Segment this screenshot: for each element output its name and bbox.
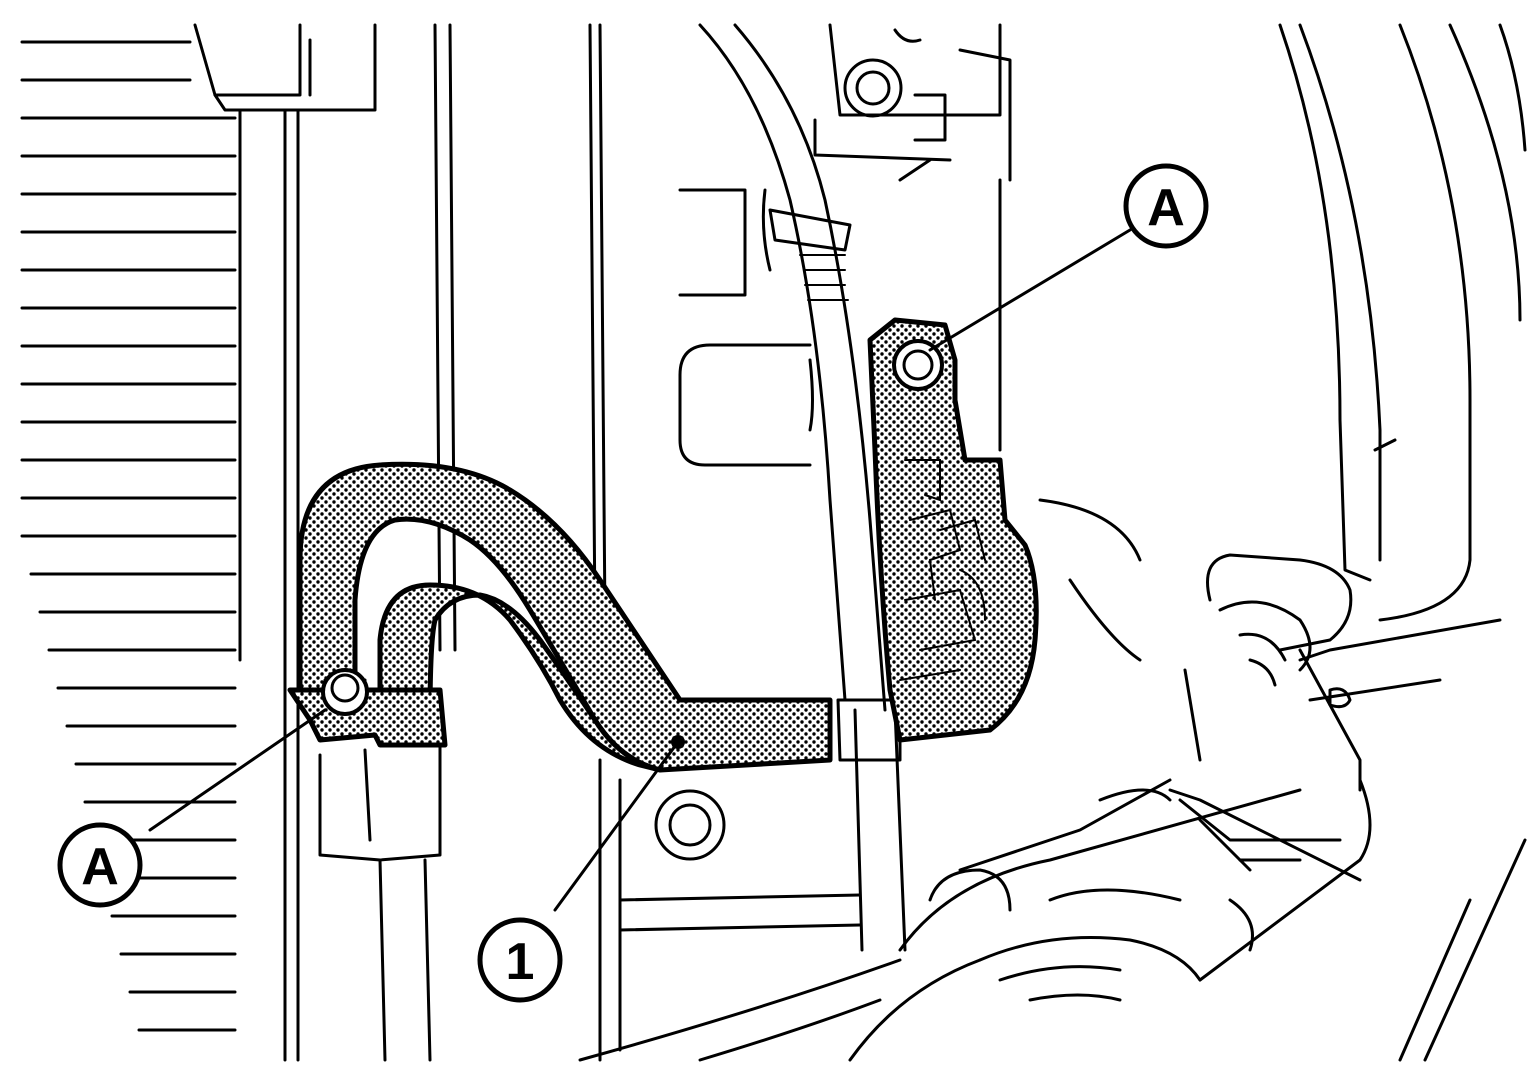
wire-harness bbox=[578, 778, 1362, 1062]
callout-a-left: A bbox=[57, 822, 143, 908]
callout-label: A bbox=[81, 838, 119, 896]
lower-pipe bbox=[318, 698, 442, 1062]
upper-bracket bbox=[813, 23, 1012, 452]
bolt-icon bbox=[892, 339, 944, 391]
callout-a-top: A bbox=[1123, 163, 1209, 249]
right-structures bbox=[1038, 23, 1527, 1062]
bolt-icon bbox=[843, 58, 903, 118]
leader-lines bbox=[148, 228, 1132, 912]
callout-label: A bbox=[1147, 179, 1185, 237]
callout-part-1: 1 bbox=[477, 917, 563, 1003]
callout-label: 1 bbox=[506, 933, 535, 991]
bolt-icon bbox=[654, 789, 726, 861]
center-panels bbox=[433, 23, 862, 1062]
radiator-fins bbox=[20, 40, 237, 1032]
vertical-pipe bbox=[698, 23, 907, 952]
hose-assembly bbox=[287, 317, 1039, 773]
bolt-icon bbox=[321, 668, 369, 716]
